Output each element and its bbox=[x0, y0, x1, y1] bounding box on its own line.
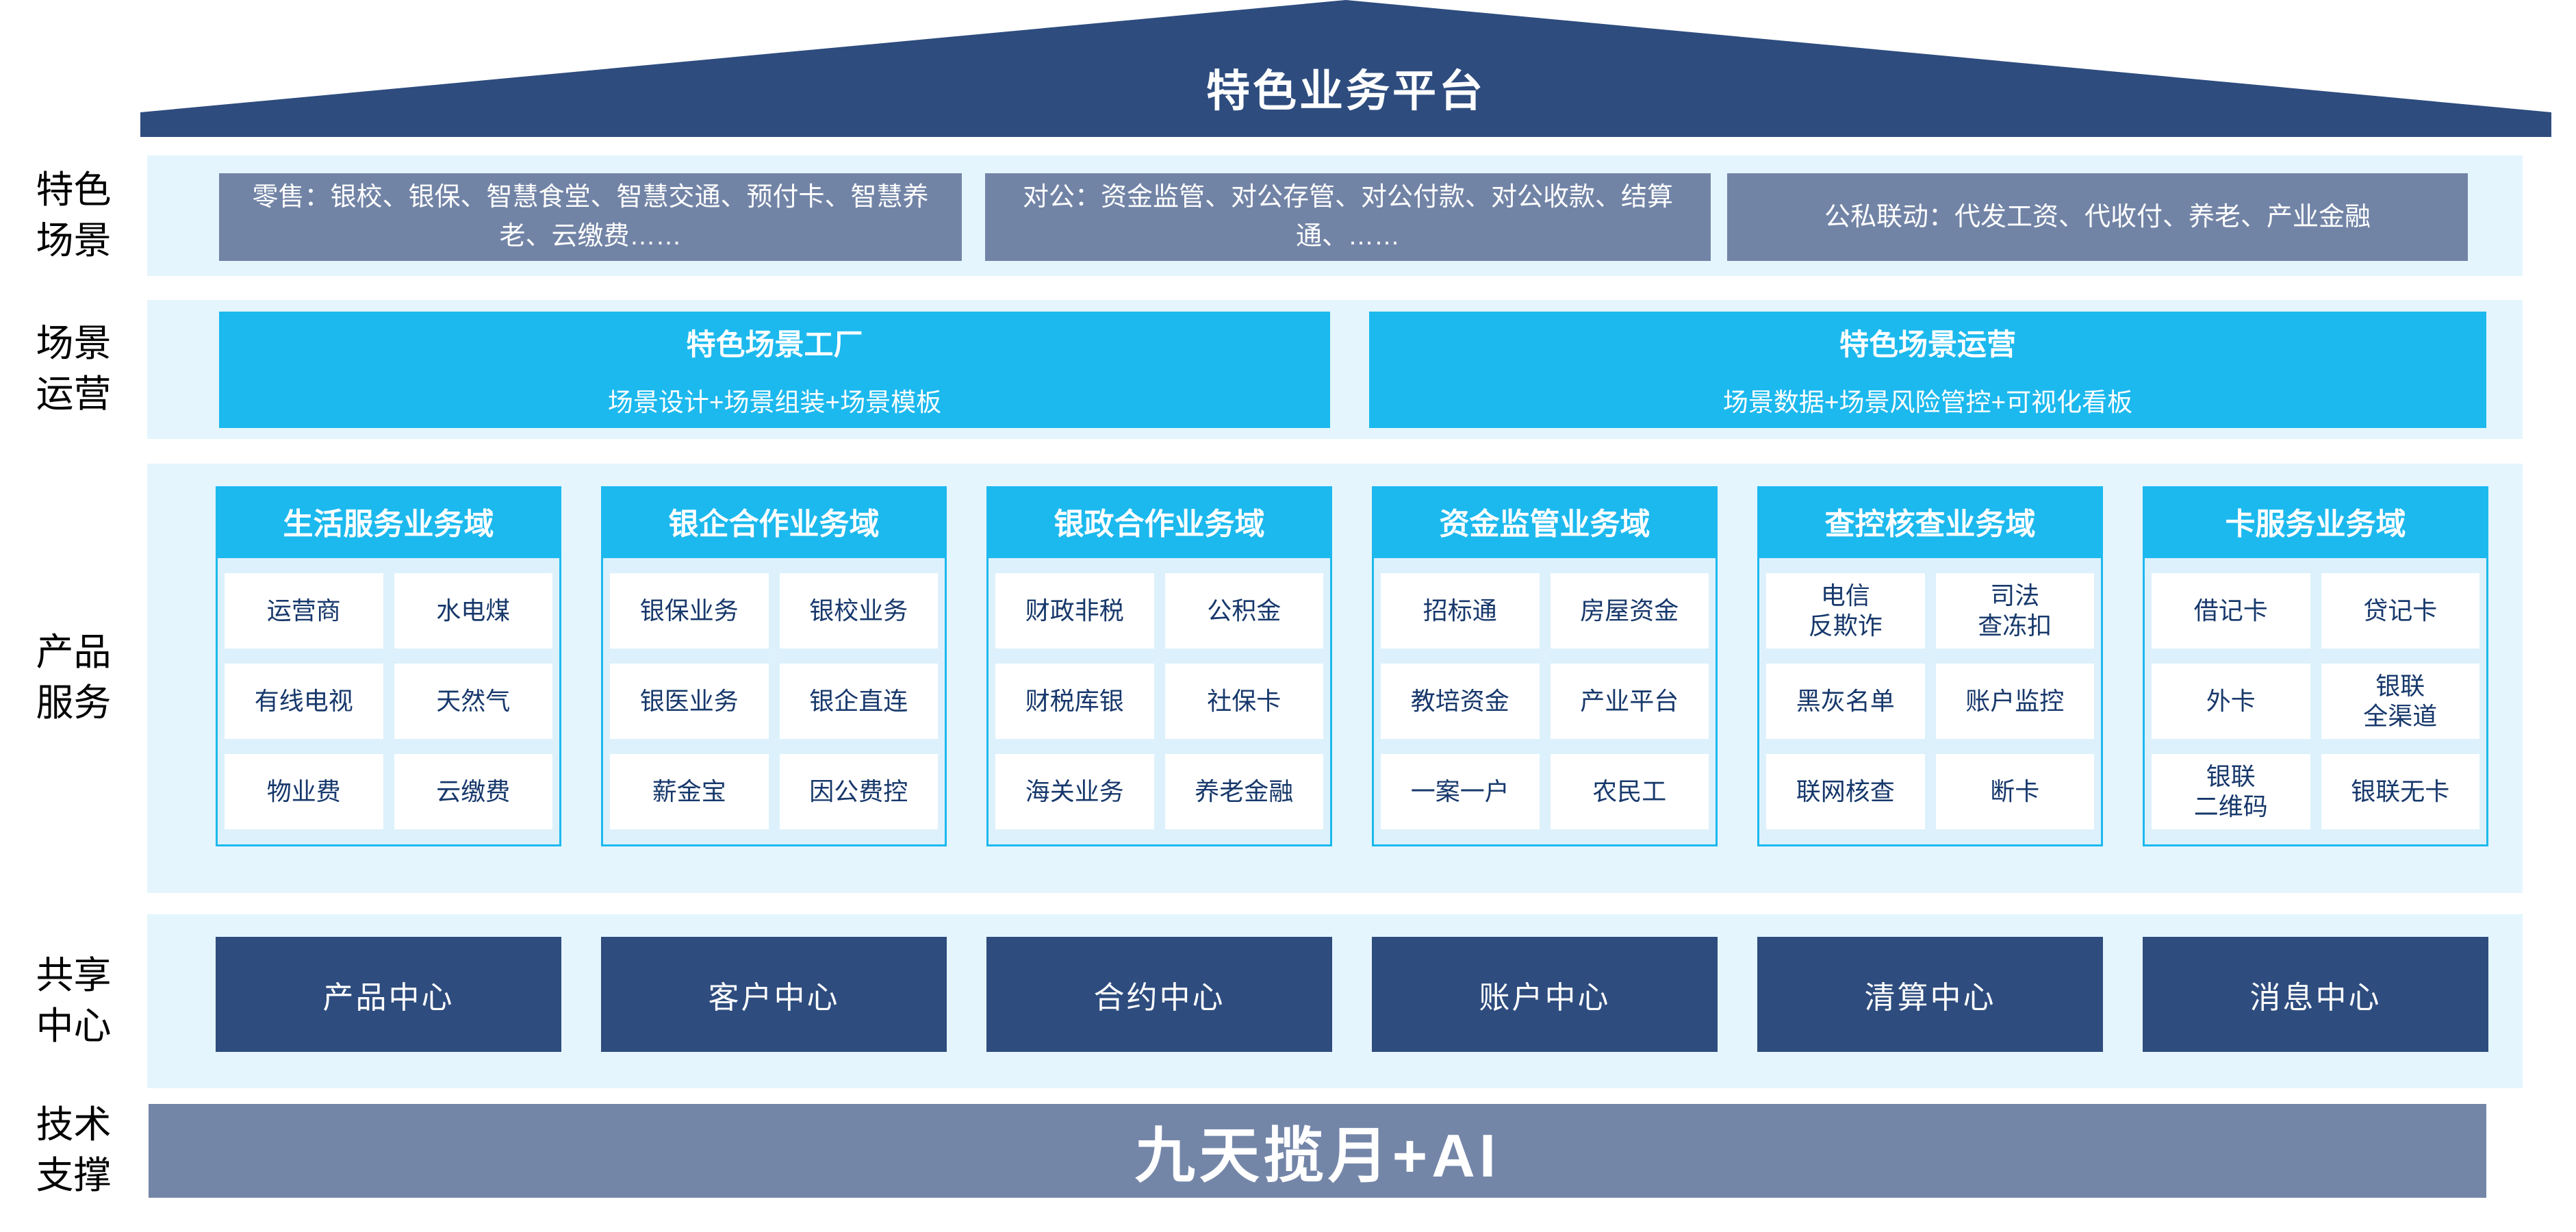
scene-factory-box: 特色场景工厂 场景设计+场景组装+场景模板 bbox=[219, 312, 1330, 428]
product-column-inquiry-control: 查控核查业务域 电信 反欺诈 司法 查冻扣 黑灰名单 账户监控 联网核查 断卡 bbox=[1757, 486, 2103, 846]
product-column-header: 查控核查业务域 bbox=[1757, 486, 2103, 556]
scene-box-corporate: 对公：资金监管、对公存管、对公付款、对公收款、结算通、…… bbox=[985, 173, 1711, 261]
product-cell: 天然气 bbox=[394, 664, 552, 739]
product-cell: 银企直连 bbox=[779, 664, 938, 739]
shared-center-customer: 客户中心 bbox=[601, 937, 947, 1052]
product-cell: 电信 反欺诈 bbox=[1766, 573, 1925, 649]
product-cell: 招标通 bbox=[1381, 573, 1540, 649]
scene-operation-title: 特色场景运营 bbox=[1839, 329, 2016, 362]
product-cell: 银校业务 bbox=[779, 573, 938, 649]
rail-label-operation: 场景 运营 bbox=[36, 322, 112, 415]
product-column-body: 招标通 房屋资金 教培资金 产业平台 一案一户 农民工 bbox=[1372, 556, 1718, 846]
product-cell: 司法 查冻扣 bbox=[1935, 573, 2094, 649]
rail-label-tech: 技术 支撑 bbox=[36, 1103, 112, 1196]
product-cell: 社保卡 bbox=[1164, 664, 1323, 739]
product-column-card-services: 卡服务业务域 借记卡 贷记卡 外卡 银联 全渠道 银联 二维码 银联无卡 bbox=[2143, 486, 2488, 846]
product-column-body: 借记卡 贷记卡 外卡 银联 全渠道 银联 二维码 银联无卡 bbox=[2143, 556, 2488, 846]
product-cell: 教培资金 bbox=[1381, 664, 1540, 739]
scene-box-public-private: 公私联动：代发工资、代收付、养老、产业金融 bbox=[1727, 173, 2468, 261]
shared-center-message: 消息中心 bbox=[2143, 937, 2488, 1052]
product-column-body: 财政非税 公积金 财税库银 社保卡 海关业务 养老金融 bbox=[986, 556, 1332, 846]
platform-roof: 特色业务平台 bbox=[140, 0, 2551, 137]
product-column-body: 运营商 水电煤 有线电视 天然气 物业费 云缴费 bbox=[216, 556, 561, 846]
product-cell: 财政非税 bbox=[995, 573, 1154, 649]
product-cell: 有线电视 bbox=[225, 664, 383, 739]
scene-operation-box: 特色场景运营 场景数据+场景风险管控+可视化看板 bbox=[1369, 312, 2486, 428]
platform-title: 特色业务平台 bbox=[1206, 66, 1485, 116]
product-cell: 薪金宝 bbox=[610, 754, 769, 829]
product-cell: 银联 全渠道 bbox=[2321, 664, 2479, 739]
product-cell: 因公费控 bbox=[779, 754, 938, 829]
product-cell: 云缴费 bbox=[394, 754, 552, 829]
product-column-body: 银保业务 银校业务 银医业务 银企直连 薪金宝 因公费控 bbox=[601, 556, 947, 846]
tech-support-banner: 九天揽月+AI bbox=[149, 1104, 2486, 1198]
product-column-bank-enterprise: 银企合作业务域 银保业务 银校业务 银医业务 银企直连 薪金宝 因公费控 bbox=[601, 486, 947, 846]
product-cell: 黑灰名单 bbox=[1766, 664, 1925, 739]
product-cell: 账户监控 bbox=[1935, 664, 2094, 739]
product-cell: 房屋资金 bbox=[1550, 573, 1709, 649]
product-cell: 水电煤 bbox=[394, 573, 552, 649]
product-column-header: 生活服务业务域 bbox=[216, 486, 561, 556]
product-column-header: 银政合作业务域 bbox=[986, 486, 1332, 556]
product-cell: 银医业务 bbox=[610, 664, 769, 739]
scene-operation-subtitle: 场景数据+场景风险管控+可视化看板 bbox=[1722, 388, 2133, 416]
product-cell: 一案一户 bbox=[1381, 754, 1540, 829]
product-cell: 外卡 bbox=[2152, 664, 2310, 739]
product-column-life-services: 生活服务业务域 运营商 水电煤 有线电视 天然气 物业费 云缴费 bbox=[216, 486, 561, 846]
scene-box-retail: 零售：银校、银保、智慧食堂、智慧交通、预付卡、智慧养老、云缴费…… bbox=[219, 173, 962, 261]
product-column-body: 电信 反欺诈 司法 查冻扣 黑灰名单 账户监控 联网核查 断卡 bbox=[1757, 556, 2103, 846]
product-column-header: 银企合作业务域 bbox=[601, 486, 947, 556]
product-column-header: 卡服务业务域 bbox=[2143, 486, 2488, 556]
rail-label-scenes: 特色 场景 bbox=[36, 168, 112, 262]
product-column-header: 资金监管业务域 bbox=[1372, 486, 1718, 556]
shared-center-product: 产品中心 bbox=[216, 937, 561, 1052]
product-column-fund-supervision: 资金监管业务域 招标通 房屋资金 教培资金 产业平台 一案一户 农民工 bbox=[1372, 486, 1718, 846]
rail-label-products: 产品 服务 bbox=[36, 631, 112, 724]
scene-factory-title: 特色场景工厂 bbox=[686, 329, 863, 362]
product-cell: 银联无卡 bbox=[2321, 754, 2479, 829]
product-cell: 农民工 bbox=[1550, 754, 1709, 829]
product-cell: 联网核查 bbox=[1766, 754, 1925, 829]
product-cell: 公积金 bbox=[1164, 573, 1323, 649]
shared-center-account: 账户中心 bbox=[1372, 937, 1718, 1052]
product-cell: 断卡 bbox=[1935, 754, 2094, 829]
shared-center-clearing: 清算中心 bbox=[1757, 937, 2103, 1052]
product-cell: 海关业务 bbox=[995, 754, 1154, 829]
product-cell: 贷记卡 bbox=[2321, 573, 2479, 649]
product-cell: 运营商 bbox=[225, 573, 383, 649]
product-cell: 银保业务 bbox=[610, 573, 769, 649]
product-cell: 产业平台 bbox=[1550, 664, 1709, 739]
product-cell: 银联 二维码 bbox=[2152, 754, 2310, 829]
product-cell: 财税库银 bbox=[995, 664, 1154, 739]
product-column-bank-government: 银政合作业务域 财政非税 公积金 财税库银 社保卡 海关业务 养老金融 bbox=[986, 486, 1332, 846]
scene-factory-subtitle: 场景设计+场景组装+场景模板 bbox=[607, 388, 942, 416]
product-cell: 养老金融 bbox=[1164, 754, 1323, 829]
product-cell: 借记卡 bbox=[2152, 573, 2310, 649]
shared-center-contract: 合约中心 bbox=[986, 937, 1332, 1052]
rail-label-sharing: 共享 中心 bbox=[36, 954, 112, 1047]
product-cell: 物业费 bbox=[225, 754, 383, 829]
